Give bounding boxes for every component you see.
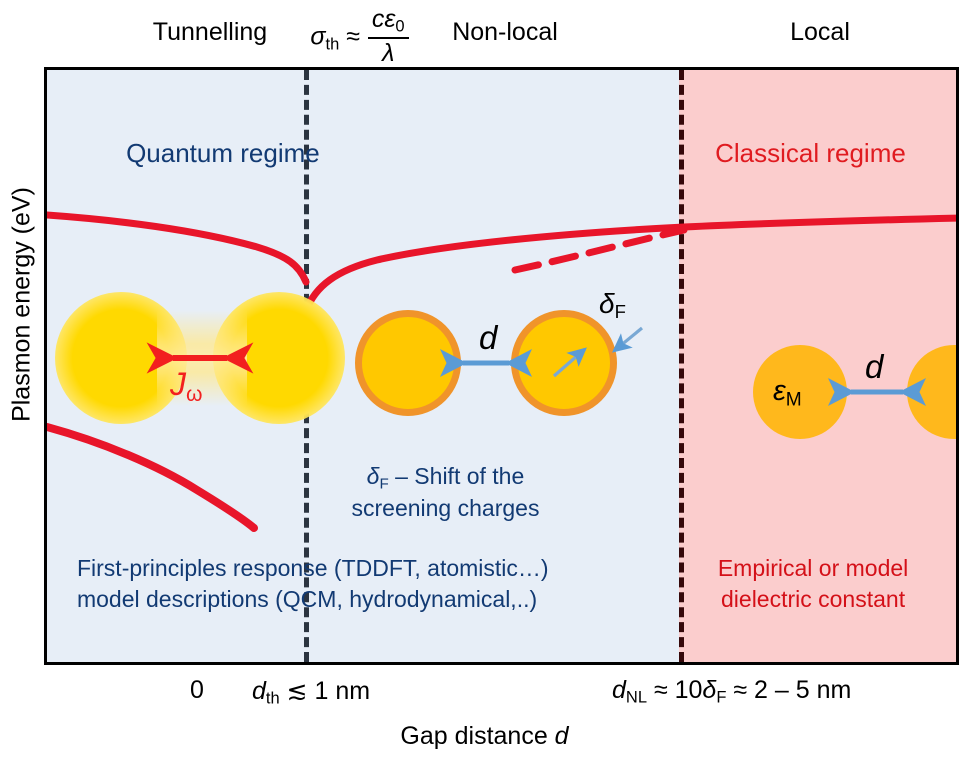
top-label-nonlocal: Non-local [452,18,558,46]
description-classical: Empirical or model dielectric constant [718,553,908,614]
approx-sign: ≈ [346,22,360,51]
label-classical-regime: Classical regime [715,138,906,169]
top-label-local: Local [790,18,850,46]
threshold-formula: σth ≈ cε0 λ [265,6,455,68]
tunnelling-current-label: Jω [170,366,203,406]
description-classical-line-1: Empirical or model [717,555,909,582]
local-permittivity-label: εM [773,375,802,411]
nonlocal-gap-label: d [479,319,498,356]
description-classical-line-2: dielectric constant [721,585,906,612]
sigma-symbol: σ [310,22,326,51]
formula-fraction: cε0 λ [367,6,409,67]
x-axis-label-symbol: d [554,722,569,750]
screening-caption-line-1: δF – Shift of the [366,462,525,493]
tunnelling-current-arrow [146,342,254,374]
fraction-denominator: λ [382,38,395,67]
screening-caption-line-2: screening charges [351,494,540,521]
sigma-subscript: th [325,35,340,54]
curve-tunnelling-upper [47,211,310,286]
y-axis-label: Plasmon energy (eV) [7,187,36,422]
curve-nonlocal-classical [302,214,956,315]
description-quantum-line-1: First-principles response (TDDFT, atomis… [76,555,549,582]
label-quantum-regime: Quantum regime [126,138,320,169]
nonlocal-shell-label: δF [599,288,626,323]
curve-classical-extrapolation [511,226,688,274]
dispersion-curves [47,211,956,532]
top-label-tunnelling: Tunnelling [152,18,268,46]
screening-caption: δF – Shift of the screening charges [352,462,540,524]
description-quantum-line-2: model descriptions (QCM, hydrodynamical,… [76,585,538,612]
x-axis-label-text: Gap distance [400,722,555,750]
description-quantum: First-principles response (TDDFT, atomis… [77,553,549,614]
curve-charge-transfer [47,423,258,532]
nonlocal-annotations [439,326,644,378]
x-tick-d-nl: dNL ≈ 10δF ≈ 2 – 5 nm [612,676,852,707]
fraction-numerator: cε0 [367,6,409,39]
local-gap-arrow [827,378,926,406]
x-axis-label: Gap distance d [0,722,969,751]
x-tick-d-th: dth ≲ 1 nm [252,677,371,708]
x-tick-zero: 0 [190,676,204,704]
local-gap-label: d [865,348,884,385]
divider-nonlocal-limit [678,70,684,662]
plot-area: Quantum regime Classical regime [44,67,959,665]
